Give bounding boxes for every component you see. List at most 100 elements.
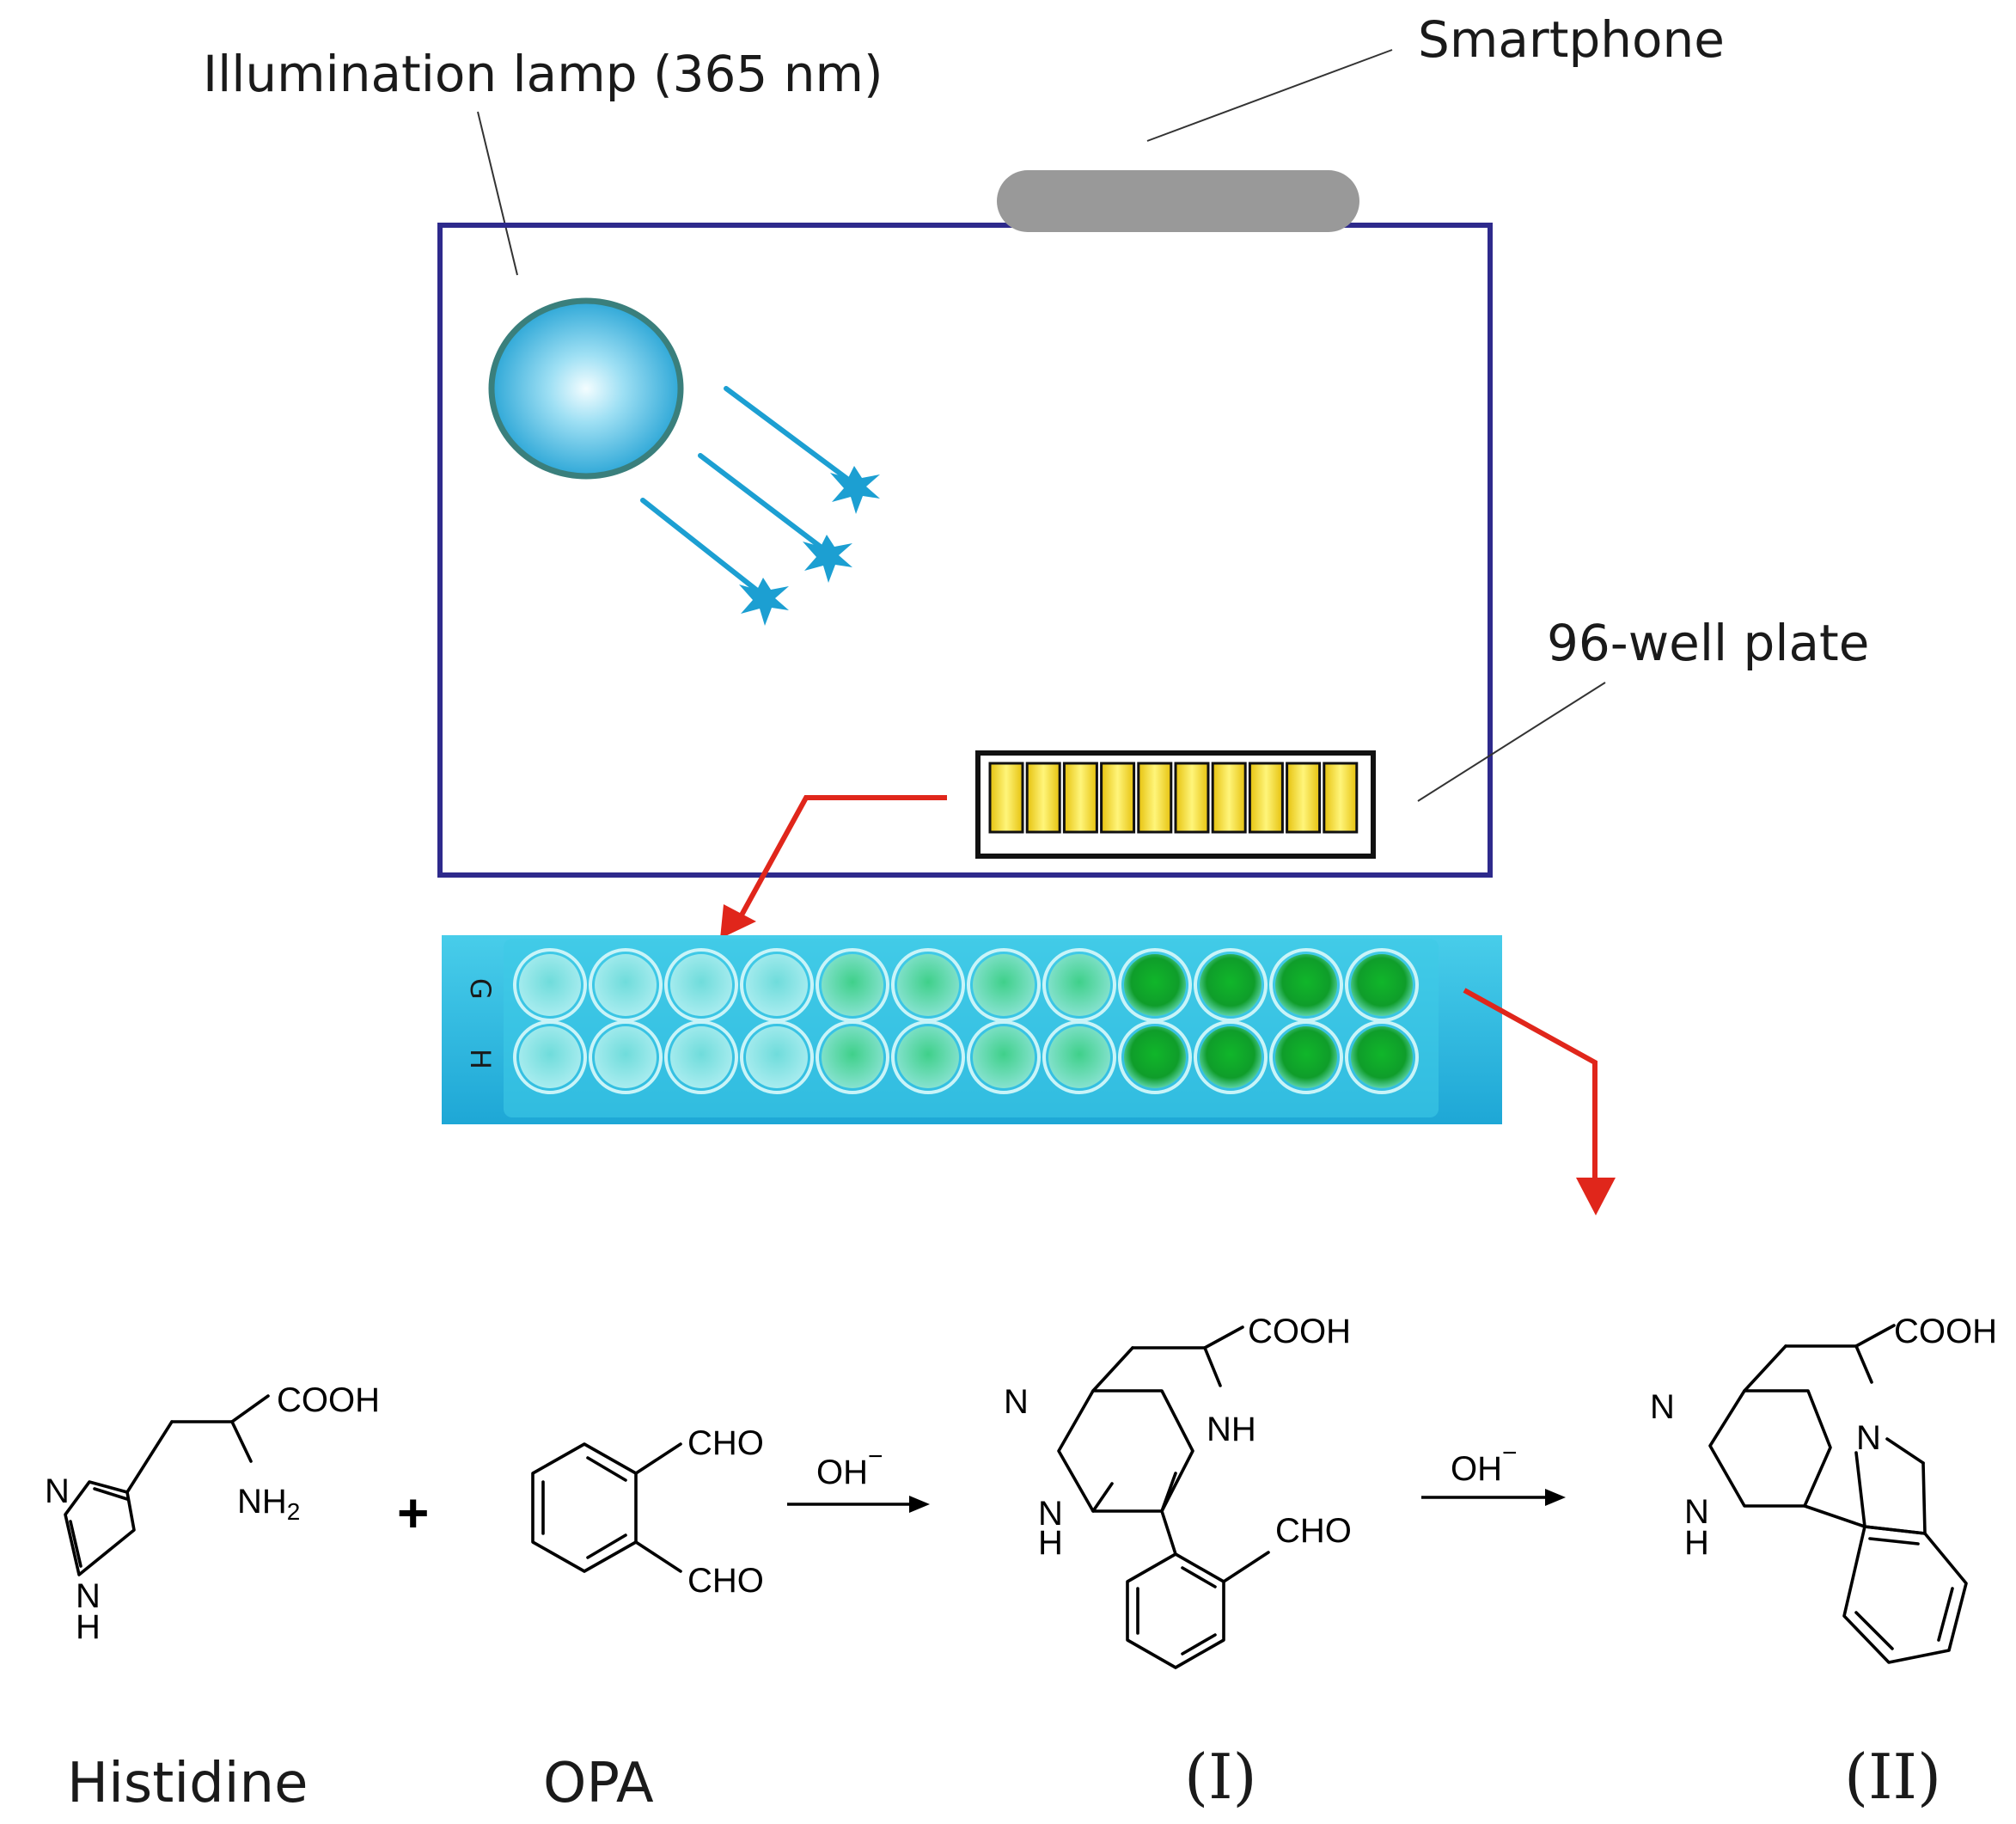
strip-well: [1137, 762, 1173, 834]
opa-cho-top: CHO: [687, 1424, 764, 1462]
plate-well: [1124, 954, 1186, 1016]
smartphone-label: Smartphone: [1418, 10, 1725, 69]
opa-structure: CHO CHO: [531, 1424, 764, 1600]
compound-ii-ring-n: N: [1650, 1388, 1675, 1426]
strip-well: [1211, 762, 1247, 834]
red-arrowhead-right: [1576, 1178, 1616, 1215]
compound-i-cho: CHO: [1275, 1512, 1352, 1550]
well-strip: [988, 762, 1359, 834]
plate-well: [973, 954, 1035, 1016]
histidine-ring-n: N: [45, 1472, 70, 1510]
plate-well-rim: [664, 1020, 738, 1094]
compound-ii-ring-n-center: N: [1856, 1419, 1881, 1457]
enclosure-box: [437, 223, 1493, 878]
beam-stars: [739, 466, 880, 626]
plate-well: [897, 1026, 959, 1088]
star-icon: [803, 535, 852, 583]
plus-sign: +: [397, 1482, 429, 1544]
plate-well-rim: [816, 1020, 889, 1094]
histidine-ring-h: H: [76, 1608, 101, 1646]
plate-well-rim: [891, 1020, 965, 1094]
histidine-cooh: COOH: [277, 1381, 380, 1419]
row-letter-g: G: [464, 978, 497, 1000]
strip-well: [1174, 762, 1210, 834]
compound-i-cooh: COOH: [1248, 1313, 1351, 1350]
plate-well-rim: [740, 1020, 814, 1094]
plate-leader-line: [1417, 682, 1606, 802]
smartphone: [997, 170, 1359, 232]
plate-well: [1048, 1026, 1110, 1088]
name-compound-i: (I): [1184, 1741, 1257, 1813]
plate-well: [595, 1026, 657, 1088]
plate-wells: [513, 948, 1419, 1094]
plate-well: [822, 954, 883, 1016]
plate-label: 96-well plate: [1547, 614, 1869, 672]
name-compound-ii: (II): [1844, 1741, 1941, 1813]
plate-well: [1124, 1026, 1186, 1088]
plate-well-rim: [967, 1020, 1041, 1094]
compound-i-ring-h: H: [1038, 1524, 1063, 1562]
plate-well: [670, 954, 732, 1016]
plate-well: [1275, 954, 1337, 1016]
strip-well: [1286, 762, 1322, 834]
histidine-structure: COOH NH2 N N H: [45, 1381, 380, 1646]
plate-well-rim: [1269, 1020, 1343, 1094]
compound-i-structure: COOH NH CHO N N H: [1004, 1313, 1352, 1669]
plate-well: [519, 1026, 581, 1088]
plate-well-rim: [1194, 1020, 1268, 1094]
compound-ii-cooh: COOH: [1894, 1313, 1997, 1350]
plate-well: [897, 954, 959, 1016]
lamp-leader-line: [477, 111, 518, 276]
plate-well: [1275, 1026, 1337, 1088]
plate-well: [1200, 1026, 1262, 1088]
uv-beams: [640, 386, 853, 596]
star-icon: [830, 466, 880, 514]
plate-well-rim: [1042, 1020, 1116, 1094]
reaction-arrowhead-1: [909, 1496, 930, 1513]
plate-well: [822, 1026, 883, 1088]
plate-well-rim: [513, 1020, 587, 1094]
name-histidine: Histidine: [67, 1752, 308, 1815]
red-arrow-left: [736, 795, 947, 921]
compound-i-ring-n: N: [1004, 1383, 1029, 1421]
plate-well-rim: [589, 1020, 663, 1094]
compound-i-nh: NH: [1207, 1411, 1256, 1448]
histidine-ring-n-lower: N: [76, 1577, 101, 1615]
plate-well: [1351, 954, 1413, 1016]
strip-well: [988, 762, 1024, 834]
plate-well-rim: [1345, 1020, 1419, 1094]
reaction-arrowhead-2: [1545, 1489, 1566, 1506]
plate-well: [1200, 954, 1262, 1016]
plate-well: [1351, 1026, 1413, 1088]
plate-well: [1048, 954, 1110, 1016]
lamp-label: Illumination lamp (365 nm): [203, 45, 883, 103]
opa-cho-bottom: CHO: [687, 1562, 764, 1600]
compound-i-ring-n-lower: N: [1038, 1495, 1063, 1533]
strip-well: [1025, 762, 1061, 834]
illumination-lamp: [488, 297, 684, 480]
plate-well: [746, 954, 808, 1016]
strip-well: [1062, 762, 1098, 834]
red-arrow-right: [1463, 988, 1598, 1179]
plate-well: [746, 1026, 808, 1088]
compound-ii-ring-h: H: [1684, 1524, 1709, 1562]
plate-well: [519, 954, 581, 1016]
compound-ii-structure: COOH N N N H: [1650, 1313, 1997, 1664]
row-letter-h: H: [464, 1049, 497, 1069]
plate-well-rim: [1118, 1020, 1192, 1094]
strip-well: [1100, 762, 1136, 834]
plate-well: [973, 1026, 1035, 1088]
red-arrowhead-left: [720, 904, 756, 939]
reagent-label-1: OH−: [816, 1442, 883, 1491]
histidine-nh2: NH2: [237, 1483, 300, 1525]
strip-well: [1323, 762, 1359, 834]
strip-well: [1248, 762, 1284, 834]
star-icon: [739, 578, 789, 626]
plate-well: [670, 1026, 732, 1088]
name-opa: OPA: [543, 1752, 654, 1815]
smartphone-leader-line: [1146, 49, 1393, 142]
plate-well: [595, 954, 657, 1016]
compound-ii-ring-n-lower: N: [1684, 1493, 1709, 1531]
